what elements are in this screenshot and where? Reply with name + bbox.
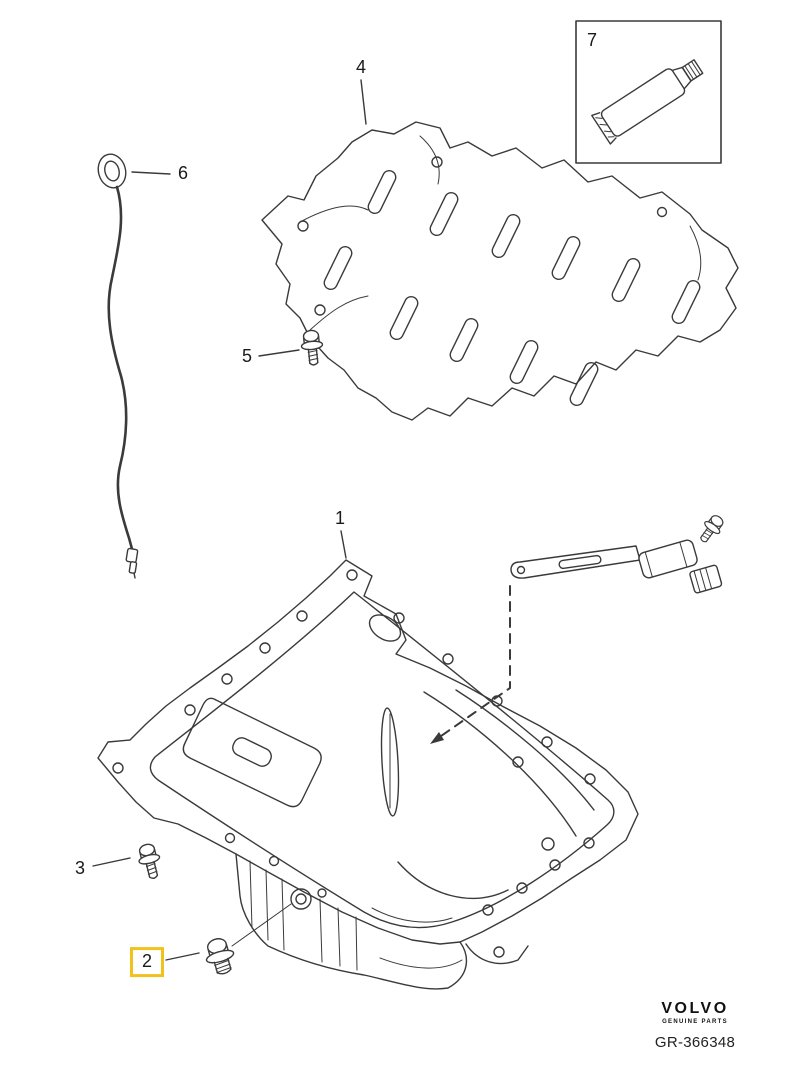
leader-line-1 (340, 530, 347, 559)
sealant-box (575, 20, 722, 164)
sealant-box-frame (575, 20, 722, 164)
leader-line-3 (92, 857, 131, 867)
brand-block: VOLVO GENUINE PARTS GR-366348 (644, 1000, 746, 1051)
leader-line-2 (165, 952, 200, 961)
leader-lines (92, 79, 367, 961)
leader-line-4 (360, 79, 367, 125)
leader-line-6 (131, 171, 171, 175)
flange-screw-drawing (134, 841, 165, 882)
arrowhead-icon (430, 732, 444, 744)
callout-2-highlighted[interactable]: 2 (129, 947, 165, 977)
callout-6[interactable]: 6 (177, 163, 189, 184)
drain-plug-drawing (200, 934, 240, 978)
volvo-logo: VOLVO (661, 1000, 729, 1017)
oil-level-sensor-drawing (430, 511, 728, 744)
callout-4[interactable]: 4 (355, 57, 367, 78)
callout-5[interactable]: 5 (241, 346, 253, 367)
callout-3[interactable]: 3 (74, 858, 86, 879)
leader-line-5 (258, 349, 300, 357)
volvo-logo-subtitle: GENUINE PARTS (662, 1019, 728, 1025)
callout-7[interactable]: 7 (586, 30, 598, 51)
sensor-alignment-dashes (440, 585, 511, 737)
part-reference: GR-366348 (654, 1034, 736, 1051)
callout-1[interactable]: 1 (334, 508, 346, 529)
dipstick-drawing (97, 153, 139, 579)
oil-pan-drawing (97, 559, 639, 990)
baffle-plate-drawing (261, 121, 739, 421)
sealant-tube-drawing (591, 59, 704, 145)
sensor-screw-drawing (694, 511, 728, 547)
